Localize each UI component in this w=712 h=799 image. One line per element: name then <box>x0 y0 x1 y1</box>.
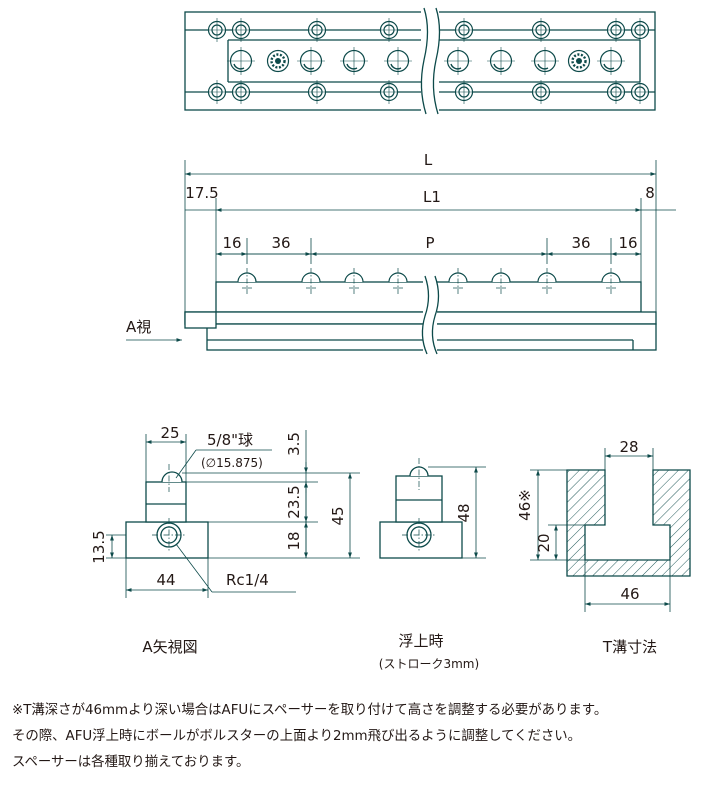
slot-view-drawing: 28 46※ 20 46 T溝寸法 <box>516 438 691 656</box>
bolt-hole <box>229 18 253 42</box>
dim-16-left-label: 16 <box>222 234 241 252</box>
bolt-hole <box>205 18 229 42</box>
dim-44-label: 44 <box>156 571 175 589</box>
side-ball <box>491 268 511 296</box>
dim-l1-label: L1 <box>423 188 441 206</box>
ball-unit <box>487 47 515 75</box>
break-gap <box>421 8 439 114</box>
dim-36-left-label: 36 <box>271 234 290 252</box>
bolt-hole <box>628 18 652 42</box>
bolt-hole <box>529 80 553 104</box>
plug-unit <box>266 49 290 73</box>
floating-caption: 浮上時 <box>398 632 443 650</box>
bolt-hole <box>205 80 229 104</box>
dim-8-label: 8 <box>645 184 655 202</box>
dim-46-slot-depth-label: 46※ <box>516 489 534 521</box>
view-a-caption: A矢視図 <box>142 638 197 656</box>
plug-unit <box>567 49 591 73</box>
dim-l-label: L <box>424 151 433 169</box>
view-a-drawing: 25 5/8"球 (∅15.875) 3.5 23.5 18 45 13.5 4… <box>90 424 360 656</box>
top-view-ball-units <box>227 47 625 75</box>
dim-45-label: 45 <box>329 506 347 525</box>
port-thread-label: Rc1/4 <box>226 571 269 589</box>
side-view-body <box>184 311 657 325</box>
break-line-right <box>432 7 441 115</box>
side-view: L L1 17.5 8 16 36 P 36 16 A視 <box>126 151 676 355</box>
ball-unit <box>384 47 412 75</box>
ball-unit <box>597 47 625 75</box>
bolt-hole <box>377 80 401 104</box>
dim-3-5-label: 3.5 <box>285 432 303 456</box>
note-line: その際、AFU浮上時にボールがボルスターの上面より2mm飛び出るように調整してく… <box>12 729 582 744</box>
dim-23-5-label: 23.5 <box>285 485 303 518</box>
ball-unit <box>340 47 368 75</box>
ball-unit <box>297 47 325 75</box>
bolt-hole <box>377 18 401 42</box>
ball-unit <box>531 47 559 75</box>
dim-17-5-label: 17.5 <box>185 184 218 202</box>
dim-36-right-label: 36 <box>571 234 590 252</box>
dim-25-label: 25 <box>160 424 179 442</box>
ball-size-label: 5/8"球 <box>207 431 253 449</box>
top-view <box>184 7 656 115</box>
side-view-balls <box>237 268 621 296</box>
bolt-hole <box>628 80 652 104</box>
dim-28-label: 28 <box>619 438 638 456</box>
dim-13-5-label: 13.5 <box>90 530 108 563</box>
bolt-hole <box>604 80 628 104</box>
dim-48-label: 48 <box>455 503 473 522</box>
side-ball <box>237 268 257 296</box>
side-break-left <box>421 275 430 355</box>
ball-diameter-label: (∅15.875) <box>201 456 263 470</box>
bolt-hole <box>452 18 476 42</box>
dim-20-label: 20 <box>535 533 553 552</box>
dim-p-label: P <box>425 234 434 252</box>
side-ball <box>601 268 621 296</box>
side-ball <box>344 268 364 296</box>
break-line-left <box>420 7 429 115</box>
dim-16-right-label: 16 <box>618 234 637 252</box>
top-view-bolt-holes <box>205 18 652 104</box>
technical-drawing: L L1 17.5 8 16 36 P 36 16 A視 <box>90 7 691 671</box>
float-base <box>379 521 463 559</box>
note-line: スペーサーは各種取り揃えております。 <box>12 755 250 770</box>
side-ball <box>537 268 557 296</box>
floating-sub-caption: (ストローク3mm) <box>379 657 479 671</box>
view-a-ball-housing <box>145 481 187 523</box>
bolt-hole <box>305 80 329 104</box>
side-ball <box>388 268 408 296</box>
slot-caption: T溝寸法 <box>602 638 657 656</box>
notes: ※T溝深さが46mmより深い場合はAFUにスペーサーを取り付けて高さを調整する必… <box>12 698 712 776</box>
bolt-hole <box>305 18 329 42</box>
side-ball <box>448 268 468 296</box>
slot-hatched-section <box>566 469 691 577</box>
bolt-hole <box>229 80 253 104</box>
bolt-hole <box>529 18 553 42</box>
ball-unit <box>444 47 472 75</box>
dim-46-bottom-label: 46 <box>620 585 639 603</box>
view-a-label: A視 <box>126 318 151 336</box>
side-break-right <box>431 275 440 355</box>
side-ball <box>301 268 321 296</box>
ball-unit <box>227 47 255 75</box>
view-a-ball <box>161 471 183 483</box>
view-a-base <box>125 521 209 559</box>
note-line: ※T溝深さが46mmより深い場合はAFUにスペーサーを取り付けて高さを調整する必… <box>12 703 608 718</box>
bolt-hole <box>604 18 628 42</box>
dim-18-label: 18 <box>285 531 303 550</box>
side-view-end-block <box>184 311 217 329</box>
bolt-hole <box>452 80 476 104</box>
floating-view-drawing: 48 浮上時 (ストローク3mm) <box>379 458 486 671</box>
